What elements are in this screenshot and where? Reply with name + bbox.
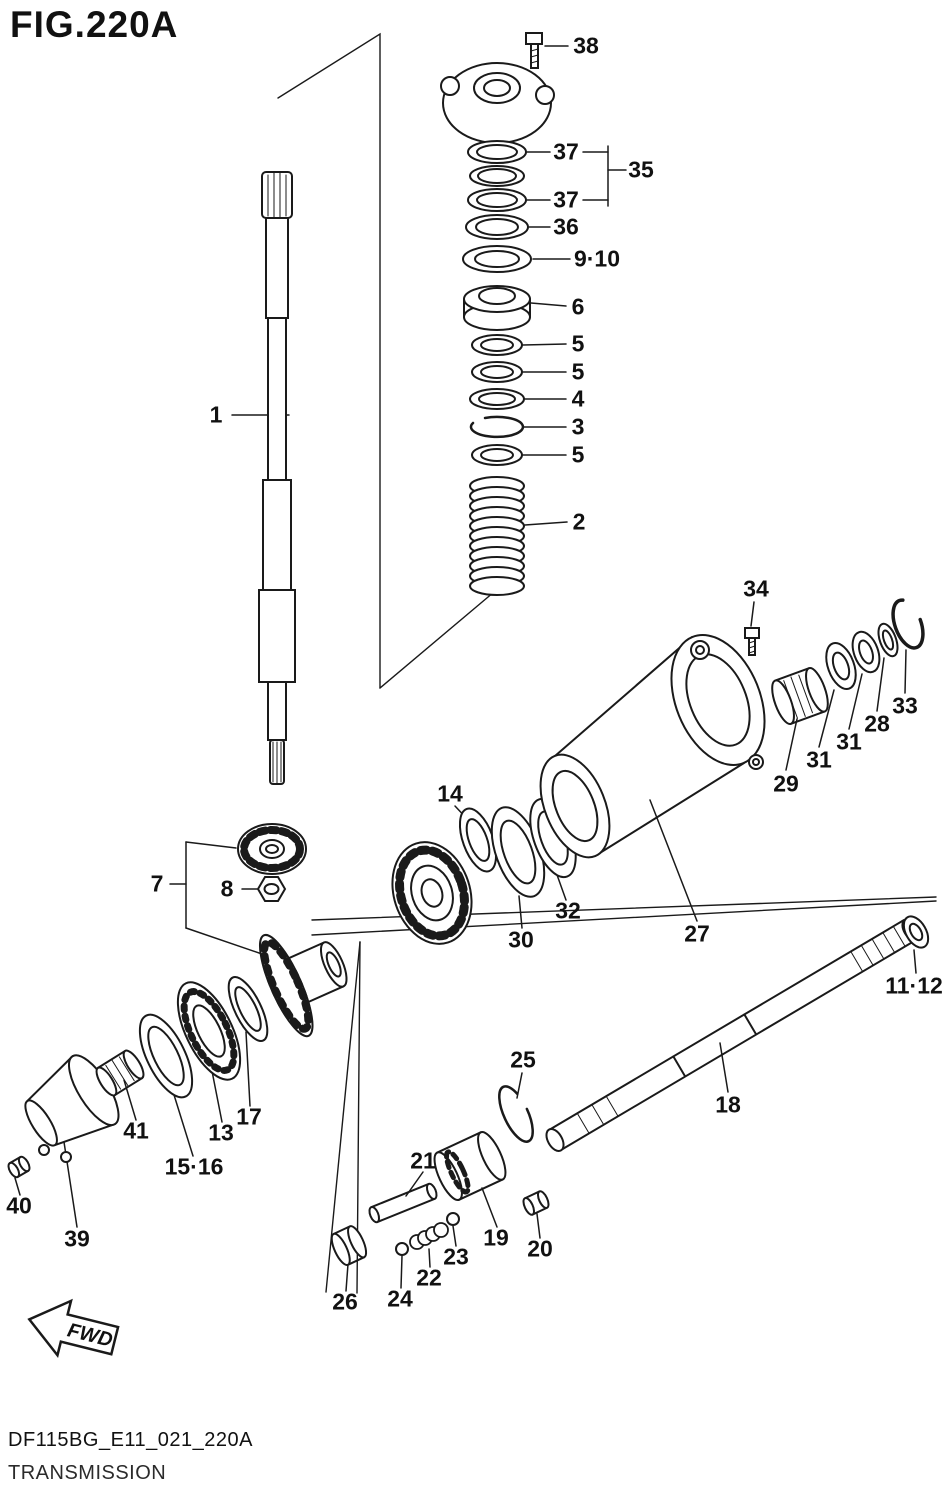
- drawing-code: DF115BG_E11_021_220A: [8, 1429, 253, 1451]
- bolt-38: [525, 32, 543, 69]
- clutch-dog-drawing: [330, 1085, 550, 1266]
- bearing-housing-drawing: [539, 634, 766, 859]
- pinion-gear-drawing: [237, 823, 307, 902]
- fwd-arrow: FWD: [27, 1298, 120, 1359]
- driveshaft-drawing: [258, 171, 296, 785]
- spring-2: [469, 476, 525, 596]
- figure-title: FIG.220A: [10, 4, 179, 45]
- forward-gear-drawing: [391, 797, 577, 945]
- lower-left-bearing-drawing: [7, 933, 348, 1179]
- upper-stack-drawing: [440, 32, 555, 596]
- shaft-end-parts-drawing: [744, 598, 925, 725]
- drawing-name: TRANSMISSION: [8, 1462, 167, 1484]
- propeller-shaft-drawing: [545, 915, 930, 1152]
- footer: DF115BG_E11_021_220A TRANSMISSION: [8, 1424, 253, 1490]
- leader-lines: [14, 45, 917, 1292]
